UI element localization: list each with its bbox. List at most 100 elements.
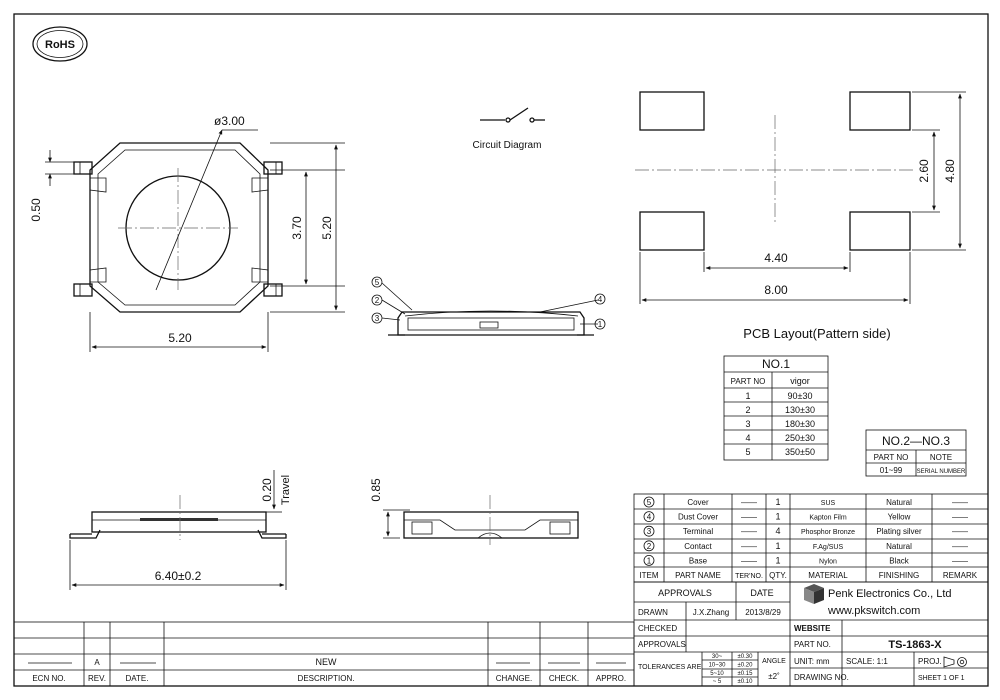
svg-text:3: 3 [375, 314, 380, 323]
tolerance-range: ~ 5 [713, 679, 722, 685]
force-row-part: 5 [745, 447, 750, 457]
svg-text:APPRO.: APPRO. [596, 674, 626, 683]
svg-text:CHECK.: CHECK. [549, 674, 579, 683]
force-row-part: 4 [745, 433, 750, 443]
cross-section: 5 2 3 4 1 [371, 276, 606, 336]
svg-text:PART NO: PART NO [874, 453, 909, 462]
bom-item: 4 [647, 513, 652, 522]
bom-finishing: Black [889, 556, 910, 565]
bom-finishing: Yellow [888, 513, 911, 522]
bom-ter-no: —— [741, 513, 757, 522]
svg-text:REV.: REV. [88, 674, 106, 683]
svg-text:NO.1: NO.1 [762, 357, 790, 371]
item-callout-circle [643, 525, 655, 537]
tolerance-range: 10~30 [709, 662, 727, 668]
bom-material: Phosphor Bronze [801, 529, 855, 536]
svg-text:TER'NO.: TER'NO. [735, 573, 763, 580]
svg-text:DATE: DATE [750, 588, 773, 598]
tolerance-value: ±0.10 [738, 679, 754, 685]
bom-part-name: Cover [687, 498, 709, 507]
bom-finishing: Plating silver [876, 527, 922, 536]
bom-material: SUS [821, 500, 836, 507]
item-callout-circle [643, 540, 655, 552]
svg-text:Travel: Travel [280, 475, 292, 505]
svg-text:2013/8/29: 2013/8/29 [745, 608, 781, 617]
svg-text:WEBSITE: WEBSITE [794, 624, 831, 633]
bom-remark: —— [952, 542, 968, 551]
svg-text:A: A [94, 658, 100, 667]
svg-text:DESCRIPTION.: DESCRIPTION. [298, 674, 355, 683]
svg-text:APPROVALS: APPROVALS [638, 640, 686, 649]
svg-text:REMARK: REMARK [943, 571, 978, 580]
dim-diameter: ø3.00 [214, 114, 245, 128]
bom-qty: 1 [775, 555, 780, 565]
force-row-part: 3 [745, 419, 750, 429]
bom-ter-no: —— [741, 542, 757, 551]
circuit-diagram: Circuit Diagram [473, 107, 545, 151]
svg-text:CHECKED: CHECKED [638, 624, 677, 633]
svg-text:DRAWN: DRAWN [638, 608, 668, 617]
bom-ter-no: —— [741, 527, 757, 536]
bom-material: F.Ag/SUS [813, 544, 844, 551]
side-view-left: 6.40±0.2 0.20 Travel [69, 470, 292, 590]
force-row-vigor: 350±50 [785, 447, 815, 457]
svg-text:SHEET 1 OF 1: SHEET 1 OF 1 [918, 675, 965, 682]
pcb-caption: PCB Layout(Pattern side) [743, 326, 890, 341]
svg-text:±2˚: ±2˚ [768, 672, 780, 681]
dim-width: 5.20 [168, 331, 192, 345]
bom-ter-no: —— [741, 556, 757, 565]
svg-text:1: 1 [598, 320, 603, 329]
svg-text:PROJ.: PROJ. [918, 657, 942, 666]
svg-text:UNIT: mm: UNIT: mm [794, 657, 830, 666]
bom-item: 2 [647, 542, 652, 551]
svg-text:TOLERANCES ARE: TOLERANCES ARE [638, 664, 702, 671]
bom-item: 5 [647, 498, 652, 507]
tolerance-value: ±0.15 [738, 671, 754, 677]
rohs-logo: RoHS [32, 26, 88, 62]
svg-text:FINISHING: FINISHING [879, 571, 919, 580]
svg-text:QTY.: QTY. [769, 571, 787, 580]
projection-symbol-icon [943, 656, 967, 668]
svg-text:DRAWING NO.: DRAWING NO. [794, 673, 849, 682]
svg-text:CHANGE.: CHANGE. [496, 674, 532, 683]
bom-remark: —— [952, 498, 968, 507]
svg-text:NEW: NEW [316, 657, 338, 667]
tolerance-range: 5~10 [710, 671, 724, 677]
part-number: TS-1863-X [888, 639, 942, 651]
tolerance-value: ±0.30 [738, 654, 754, 660]
dim-pcb-inner-width: 4.40 [764, 251, 788, 265]
bom-material: Nylon [819, 558, 837, 565]
force-row-vigor: 130±30 [785, 405, 815, 415]
bom-qty: 1 [775, 497, 780, 507]
force-row-vigor: 180±30 [785, 419, 815, 429]
svg-text:4: 4 [598, 295, 603, 304]
bom-part-name: Terminal [683, 527, 713, 536]
item-callout-circle [643, 511, 655, 522]
dim-inner-height: 3.70 [290, 216, 304, 240]
svg-text:APPROVALS: APPROVALS [658, 588, 712, 598]
dim-pcb-inner-height: 2.60 [917, 159, 931, 183]
svg-text:ANGLE: ANGLE [762, 658, 786, 665]
svg-text:PART NO: PART NO [731, 377, 766, 386]
bom-part-name: Contact [684, 542, 712, 551]
svg-text:PART NO.: PART NO. [794, 640, 831, 649]
bom-material: Kapton Film [809, 515, 847, 522]
bom-part-name: Base [689, 556, 708, 565]
item-callout-circle [643, 555, 655, 566]
svg-text:ITEM: ITEM [639, 571, 658, 580]
dim-side-width: 6.40±0.2 [155, 569, 202, 583]
bom-remark: —— [952, 556, 968, 565]
serial-table: NO.2—NO.3 PART NO NOTE 01~99 SERIAL NUMB… [865, 429, 967, 477]
svg-text:01~99: 01~99 [880, 466, 903, 475]
bom-ter-no: —— [741, 498, 757, 507]
svg-text:RoHS: RoHS [45, 39, 75, 51]
force-row-vigor: 90±30 [788, 391, 813, 401]
force-row-part: 2 [745, 405, 750, 415]
svg-text:ECN NO.: ECN NO. [32, 674, 65, 683]
svg-text:SCALE: 1:1: SCALE: 1:1 [846, 657, 888, 666]
svg-text:Circuit Diagram: Circuit Diagram [473, 140, 542, 151]
